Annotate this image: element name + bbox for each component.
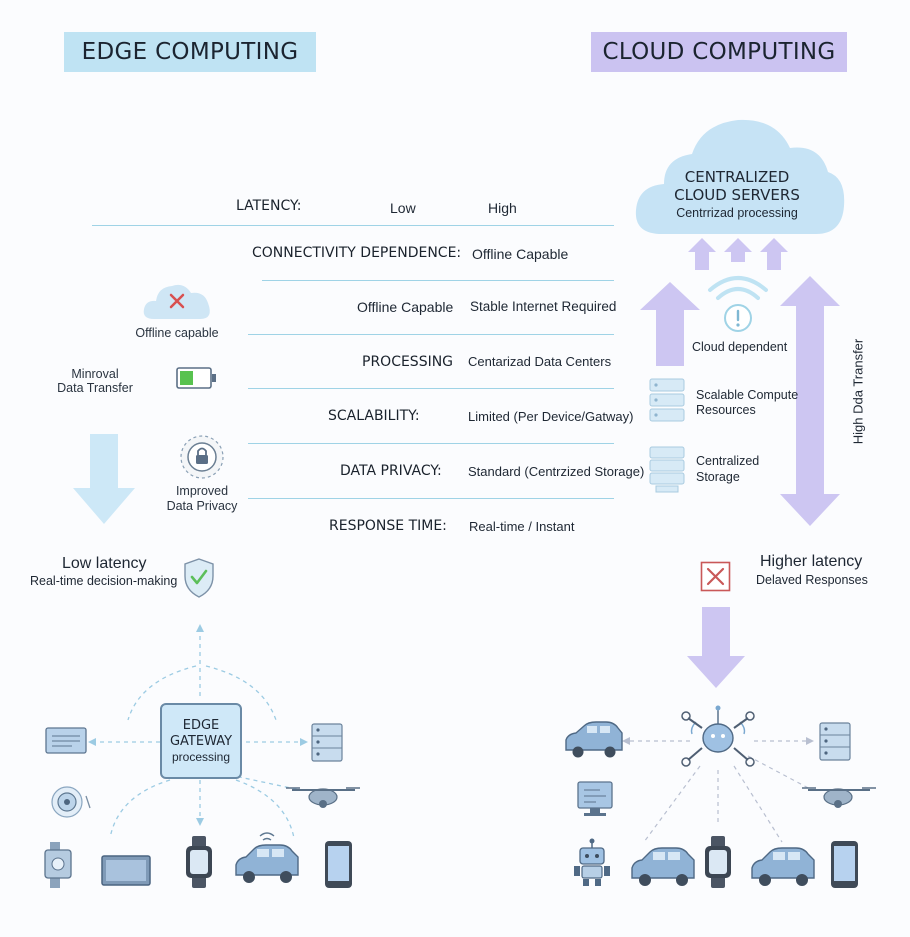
privacy-caption-line2: Data Privacy (166, 499, 238, 513)
cloud-server-rack-icon (819, 722, 851, 761)
smartphone-icon (325, 841, 352, 888)
latency-label: LATENCY: (236, 198, 302, 214)
tablet-icon (101, 855, 151, 886)
centralized-storage-line2: Storage (696, 470, 740, 484)
centralized-storage-line1: Centralized (696, 454, 760, 468)
upload-arrow-icon (640, 282, 700, 366)
data-privacy-value: Standard (Centrzized Storage) (468, 464, 645, 479)
monitor-icon (577, 781, 613, 816)
connectivity-label: CONNECTIVITY DEPENDENCE: (252, 245, 462, 261)
smartwatch-icon (44, 842, 72, 888)
processing-value: Centarizad Data Centers (468, 354, 612, 369)
cloud-drone-icon (802, 787, 876, 808)
scalable-compute-line2: Resources (696, 403, 756, 417)
divider (262, 280, 614, 281)
cloud-server-line3: Centrrizad processing (676, 206, 798, 220)
cloud-car-icon (565, 721, 623, 758)
response-time-value: Real-time / Instant (469, 519, 575, 534)
server-stack-icon (649, 378, 685, 422)
scalability-label: SCALABILITY: (328, 408, 420, 424)
divider (248, 388, 614, 389)
divider (92, 225, 614, 226)
cloud-car-2-icon (631, 847, 695, 886)
minimal-label-line2: Data Transfer (57, 381, 133, 395)
minimal-label-line1: Minroval (71, 367, 119, 381)
cloud-server-line1: CENTRALIZED (684, 168, 790, 186)
realtime-label: Real-time decision-making (30, 574, 178, 588)
storage-icon (649, 446, 685, 493)
cloud-server-line2: CLOUD SERVERS (674, 186, 800, 204)
drone-icon (286, 787, 360, 808)
latency-edge-value: Low (390, 200, 416, 216)
cloud-dependent-label: Cloud dependent (692, 340, 788, 354)
down-arrow-edge-icon (73, 434, 135, 524)
data-privacy-label: DATA PRIVACY: (340, 463, 442, 479)
edge-computing-title: EDGE COMPUTING (64, 32, 316, 72)
privacy-lock-icon (180, 435, 224, 479)
low-latency-label: Low latency (62, 555, 147, 572)
robot-icon (574, 838, 610, 886)
cloud-offline-icon (143, 284, 210, 319)
card-reader-icon (45, 727, 87, 754)
edge-gateway-box (160, 703, 242, 779)
offline-capable-caption: Offline capable (135, 326, 219, 340)
cloud-car-3-icon (751, 847, 815, 886)
scalability-value: Limited (Per Device/Gatway) (468, 409, 634, 424)
wifi-alert-icon (708, 276, 768, 332)
scalable-compute-line1: Scalable Compute (696, 388, 799, 402)
stable-internet-value: Stable Internet Required (470, 299, 617, 314)
down-arrow-cloud-icon (687, 607, 745, 688)
processing-label: PROCESSING (362, 354, 454, 370)
cloud-watch-icon (705, 836, 731, 888)
latency-cloud-value: High (488, 200, 517, 216)
gateway-line3: processing (171, 750, 231, 764)
shield-check-icon (184, 558, 214, 598)
sensor-icon (51, 786, 91, 818)
offline-capable-value: Offline Capable (357, 299, 454, 315)
privacy-caption-line1: Improved (175, 484, 229, 498)
data-transfer-double-arrow-icon (780, 276, 840, 526)
connectivity-value: Offline Capable (472, 246, 569, 262)
delayed-responses-label: Delaved Responses (756, 573, 868, 587)
watch-icon (186, 836, 212, 888)
connected-car-icon (235, 832, 299, 883)
cloud-hub-drone-icon (681, 705, 755, 767)
cloud-computing-title: CLOUD COMPUTING (591, 32, 847, 72)
server-rack-icon (311, 723, 343, 762)
divider (248, 443, 614, 444)
response-time-label: RESPONSE TIME: (329, 518, 447, 534)
divider (248, 334, 614, 335)
centralized-cloud-shape (635, 119, 845, 234)
higher-latency-label: Higher latency (760, 553, 863, 570)
gateway-line1: EDGE (182, 718, 220, 733)
cloud-smartphone-icon (831, 841, 858, 888)
battery-icon (176, 367, 216, 389)
gateway-line2: GATEWAY (169, 734, 233, 749)
divider (248, 498, 614, 499)
error-x-icon (700, 561, 731, 592)
